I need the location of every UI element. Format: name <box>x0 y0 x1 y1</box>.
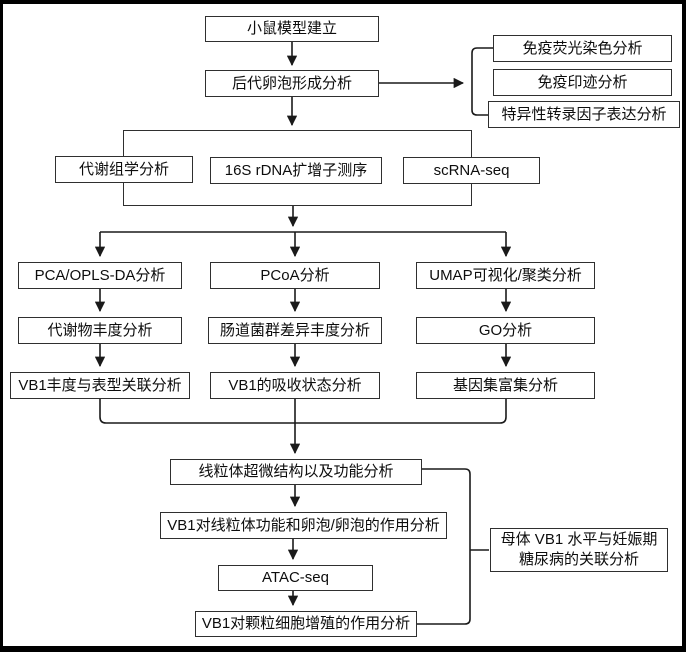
node-pca-oplsda: PCA/OPLS-DA分析 <box>18 262 182 289</box>
bracket-right-trio <box>471 47 493 116</box>
node-pcoa: PCoA分析 <box>210 262 380 289</box>
node-vb1-mito-follicle: VB1对线粒体功能和卵泡/卵泡的作用分析 <box>160 512 447 539</box>
node-maternal-vb1: 母体 VB1 水平与妊娠期 糖尿病的关联分析 <box>490 528 668 572</box>
node-immunofluorescence: 免疫荧光染色分析 <box>493 35 672 62</box>
node-gene-set-enrichment: 基因集富集分析 <box>416 372 595 399</box>
node-mito-ultrastructure: 线粒体超微结构以及功能分析 <box>170 459 422 485</box>
node-16s-rdna: 16S rDNA扩增子测序 <box>210 157 382 184</box>
node-metabolomics: 代谢组学分析 <box>55 156 193 183</box>
node-vb1-absorption: VB1的吸收状态分析 <box>210 372 380 399</box>
node-follicle-formation: 后代卵泡形成分析 <box>205 70 379 97</box>
node-tf-expression: 特异性转录因子表达分析 <box>488 101 680 128</box>
merge-line-right <box>295 399 507 424</box>
node-scrna-seq: scRNA-seq <box>403 157 540 184</box>
node-gut-microbiota: 肠道菌群差异丰度分析 <box>208 317 382 344</box>
node-umap: UMAP可视化/聚类分析 <box>416 262 595 289</box>
node-atac-seq: ATAC-seq <box>218 565 373 591</box>
node-go-analysis: GO分析 <box>416 317 595 344</box>
bracket-bottom-right <box>417 468 471 625</box>
node-western-blot: 免疫印迹分析 <box>493 69 672 96</box>
node-vb1-granulosa: VB1对颗粒细胞增殖的作用分析 <box>195 611 417 637</box>
node-metabolite-abundance: 代谢物丰度分析 <box>18 317 182 344</box>
merge-line-left <box>99 399 295 424</box>
node-mouse-model: 小鼠模型建立 <box>205 16 379 42</box>
node-vb1-phenotype: VB1丰度与表型关联分析 <box>10 372 190 399</box>
